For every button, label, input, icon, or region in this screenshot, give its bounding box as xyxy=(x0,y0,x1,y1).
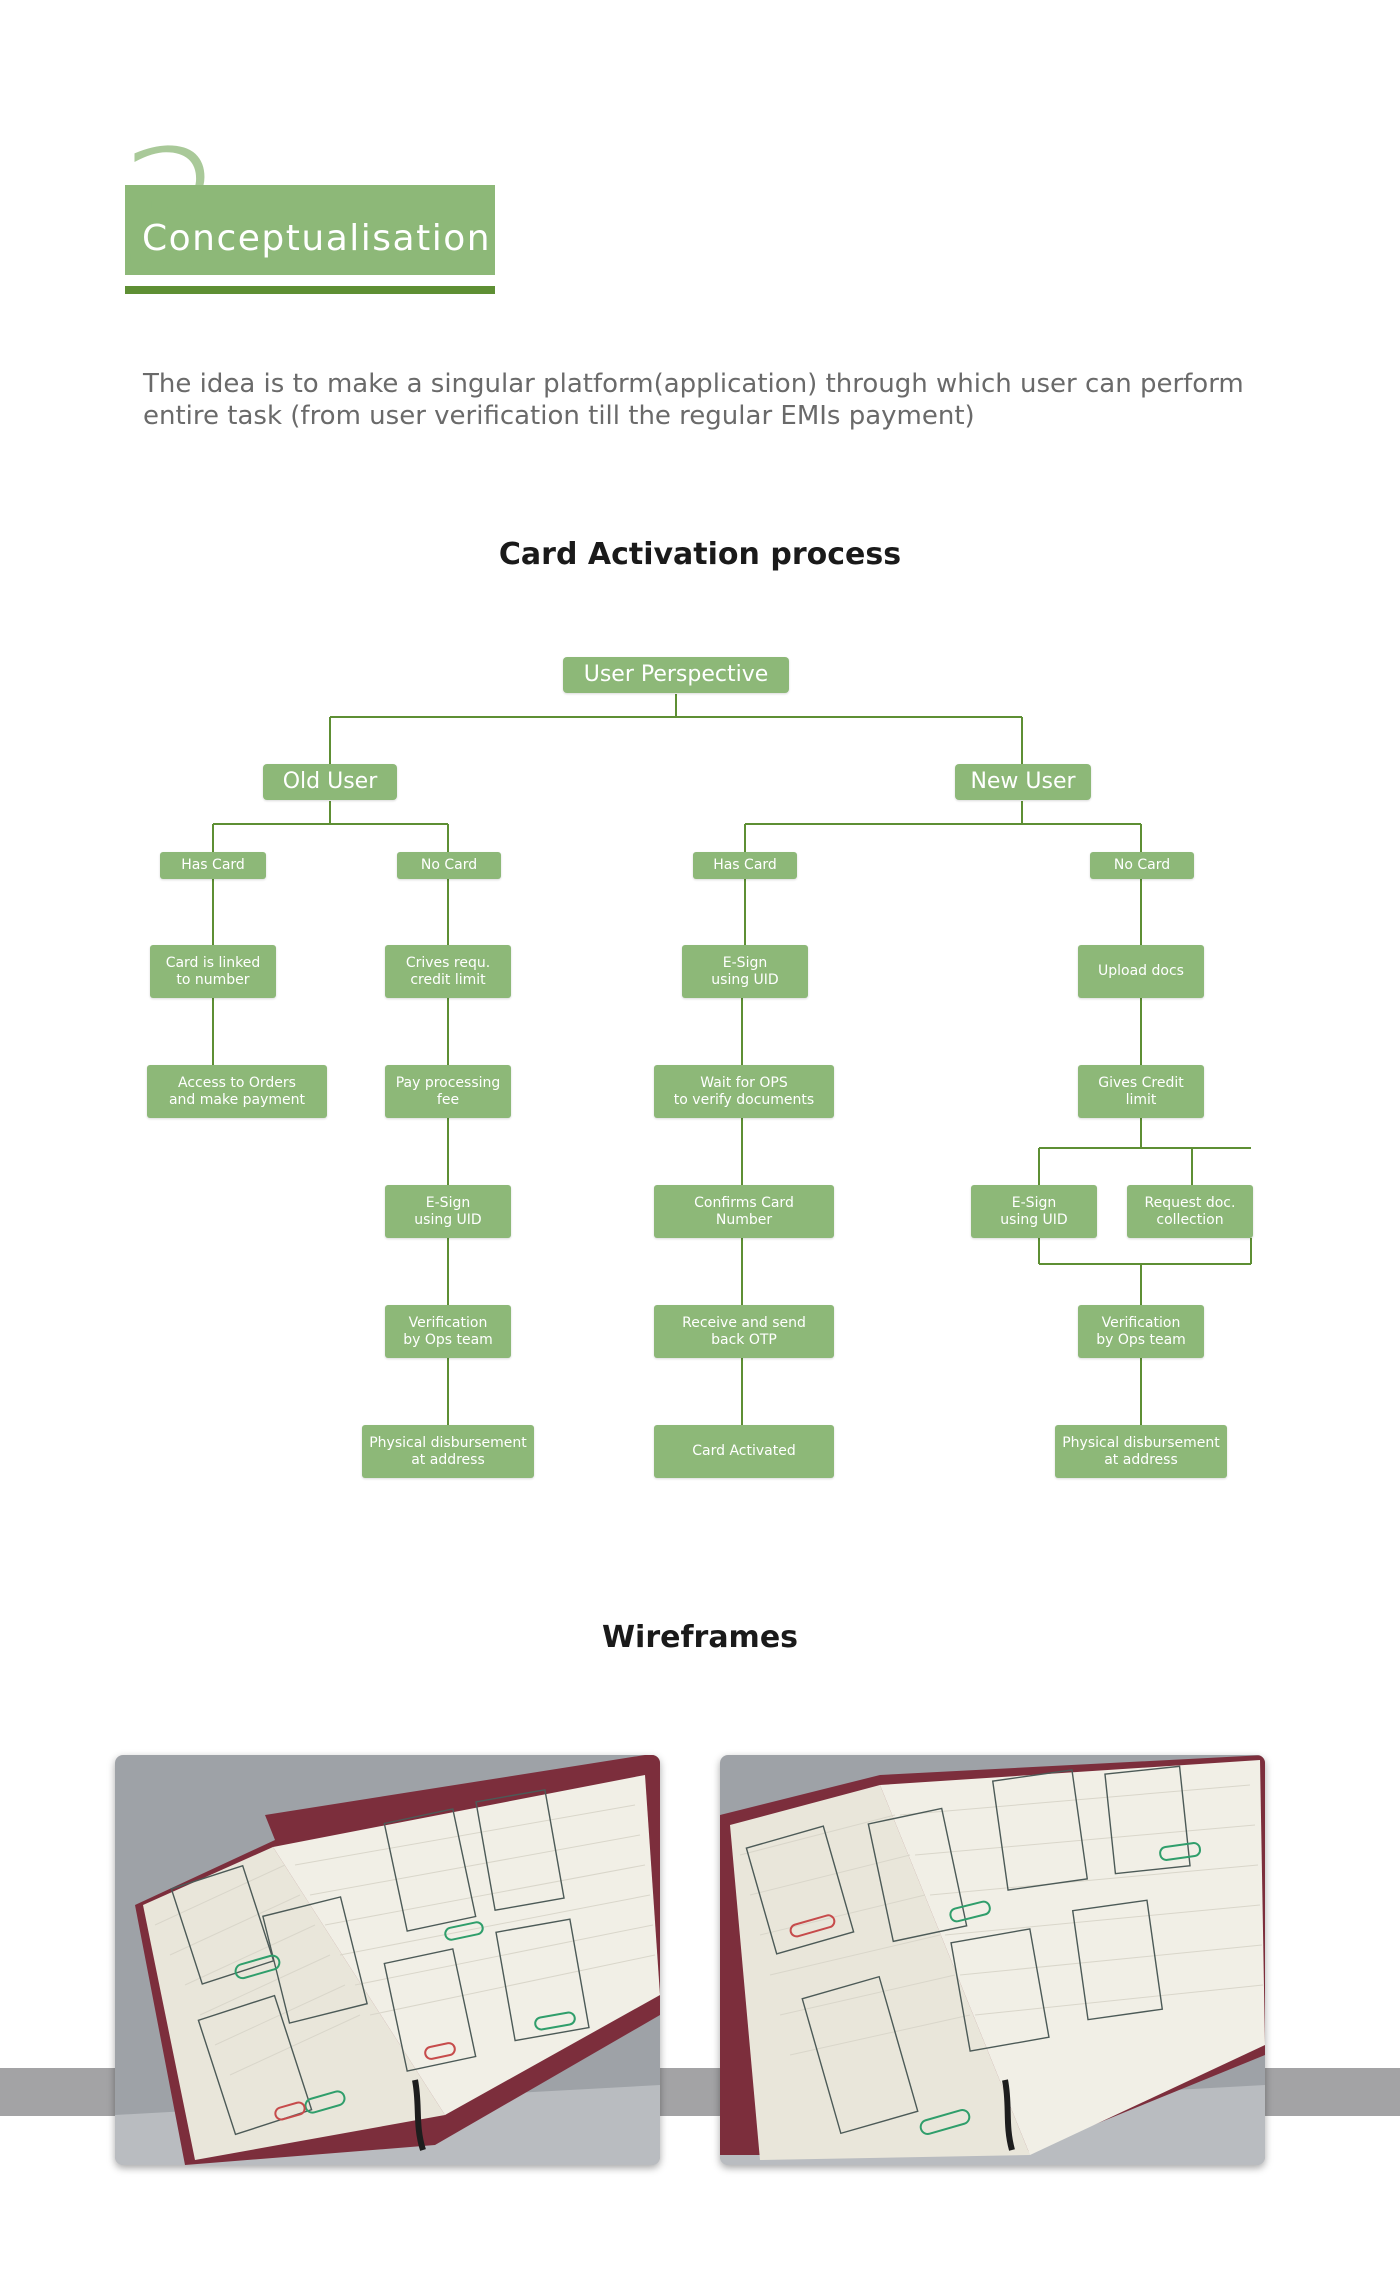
node-new-no-card: No Card xyxy=(1090,852,1194,879)
section-title: Conceptualisation xyxy=(142,218,492,259)
node-step: Crives requ. credit limit xyxy=(385,945,511,998)
node-step: Access to Orders and make payment xyxy=(147,1065,327,1118)
node-step: Upload docs xyxy=(1078,945,1204,998)
node-step: Verification by Ops team xyxy=(1078,1305,1204,1358)
section-underline xyxy=(125,286,495,294)
node-step: Physical disbursement at address xyxy=(1055,1425,1227,1478)
flow-title: Card Activation process xyxy=(498,537,902,572)
node-step: E-Sign using UID xyxy=(385,1185,511,1238)
node-step: Request doc. collection xyxy=(1127,1185,1253,1238)
node-old-user: Old User xyxy=(263,764,397,800)
node-step: Receive and send back OTP xyxy=(654,1305,834,1358)
node-step: E-Sign using UID xyxy=(682,945,808,998)
section-number: 3 xyxy=(118,114,225,310)
flow-connectors xyxy=(212,694,1252,1426)
node-step: Pay processing fee xyxy=(385,1065,511,1118)
node-step: Wait for OPS to verify documents xyxy=(654,1065,834,1118)
node-old-no-card: No Card xyxy=(397,852,501,879)
node-user-perspective: User Perspective xyxy=(563,657,789,693)
node-step: Gives Credit limit xyxy=(1078,1065,1204,1118)
intro-text: The idea is to make a singular platform(… xyxy=(143,369,1244,431)
node-new-has-card: Has Card xyxy=(693,852,797,879)
node-step: E-Sign using UID xyxy=(971,1185,1097,1238)
node-step: Confirms Card Number xyxy=(654,1185,834,1238)
node-step: Physical disbursement at address xyxy=(362,1425,534,1478)
wireframe-photo-1 xyxy=(115,1755,660,2165)
node-step: Verification by Ops team xyxy=(385,1305,511,1358)
section-banner xyxy=(125,185,495,275)
node-new-user: New User xyxy=(955,764,1091,800)
node-step: Card Activated xyxy=(654,1425,834,1478)
node-step: Card is linked to number xyxy=(150,945,276,998)
wireframes-title: Wireframes xyxy=(601,1620,799,1655)
wireframe-photo-2 xyxy=(720,1755,1265,2165)
node-old-has-card: Has Card xyxy=(160,852,266,879)
